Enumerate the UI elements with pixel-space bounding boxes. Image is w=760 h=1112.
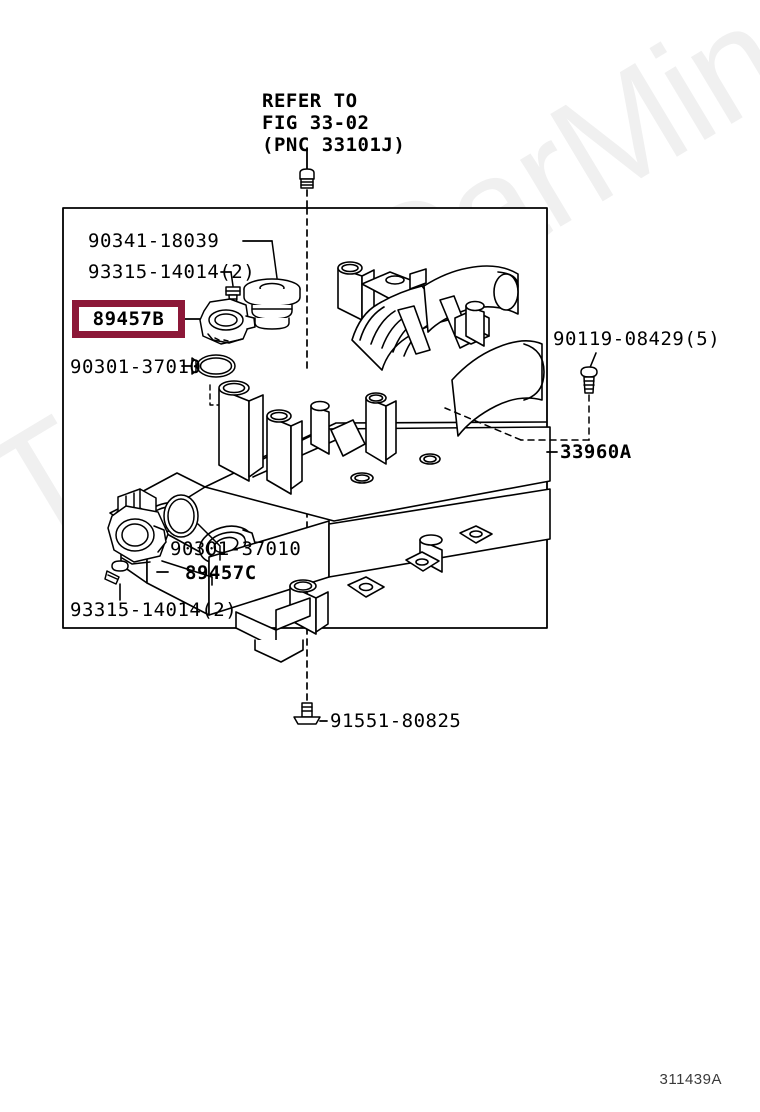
refer-to-line2: FIG 33-02 <box>262 112 370 134</box>
highlighted-part-label: 89457B <box>92 308 165 330</box>
refer-to-line1: REFER TO <box>262 90 358 112</box>
callout-89457c: 89457C <box>185 562 257 584</box>
callout-90301-37010-top: 90301-37010 <box>70 356 202 378</box>
callout-90341-18039: 90341-18039 <box>88 230 220 252</box>
callout-90301-37010-bottom: 90301-37010 <box>170 538 302 560</box>
callout-33960a: 33960A <box>560 441 632 463</box>
diagram-id: 311439A <box>659 1071 722 1088</box>
callout-93315-14014-bottom: 93315-14014(2) <box>70 599 238 621</box>
highlighted-part-89457b[interactable]: 89457B <box>72 300 185 338</box>
site-watermark: ToyotaCarMine.ru <box>0 0 760 574</box>
refer-to-line3: (PNC 33101J) <box>262 134 406 156</box>
callout-91551-80825: 91551-80825 <box>330 710 462 732</box>
callout-93315-14014-top: 93315-14014(2) <box>88 261 256 283</box>
callout-90119-08429: 90119-08429(5) <box>553 328 721 350</box>
